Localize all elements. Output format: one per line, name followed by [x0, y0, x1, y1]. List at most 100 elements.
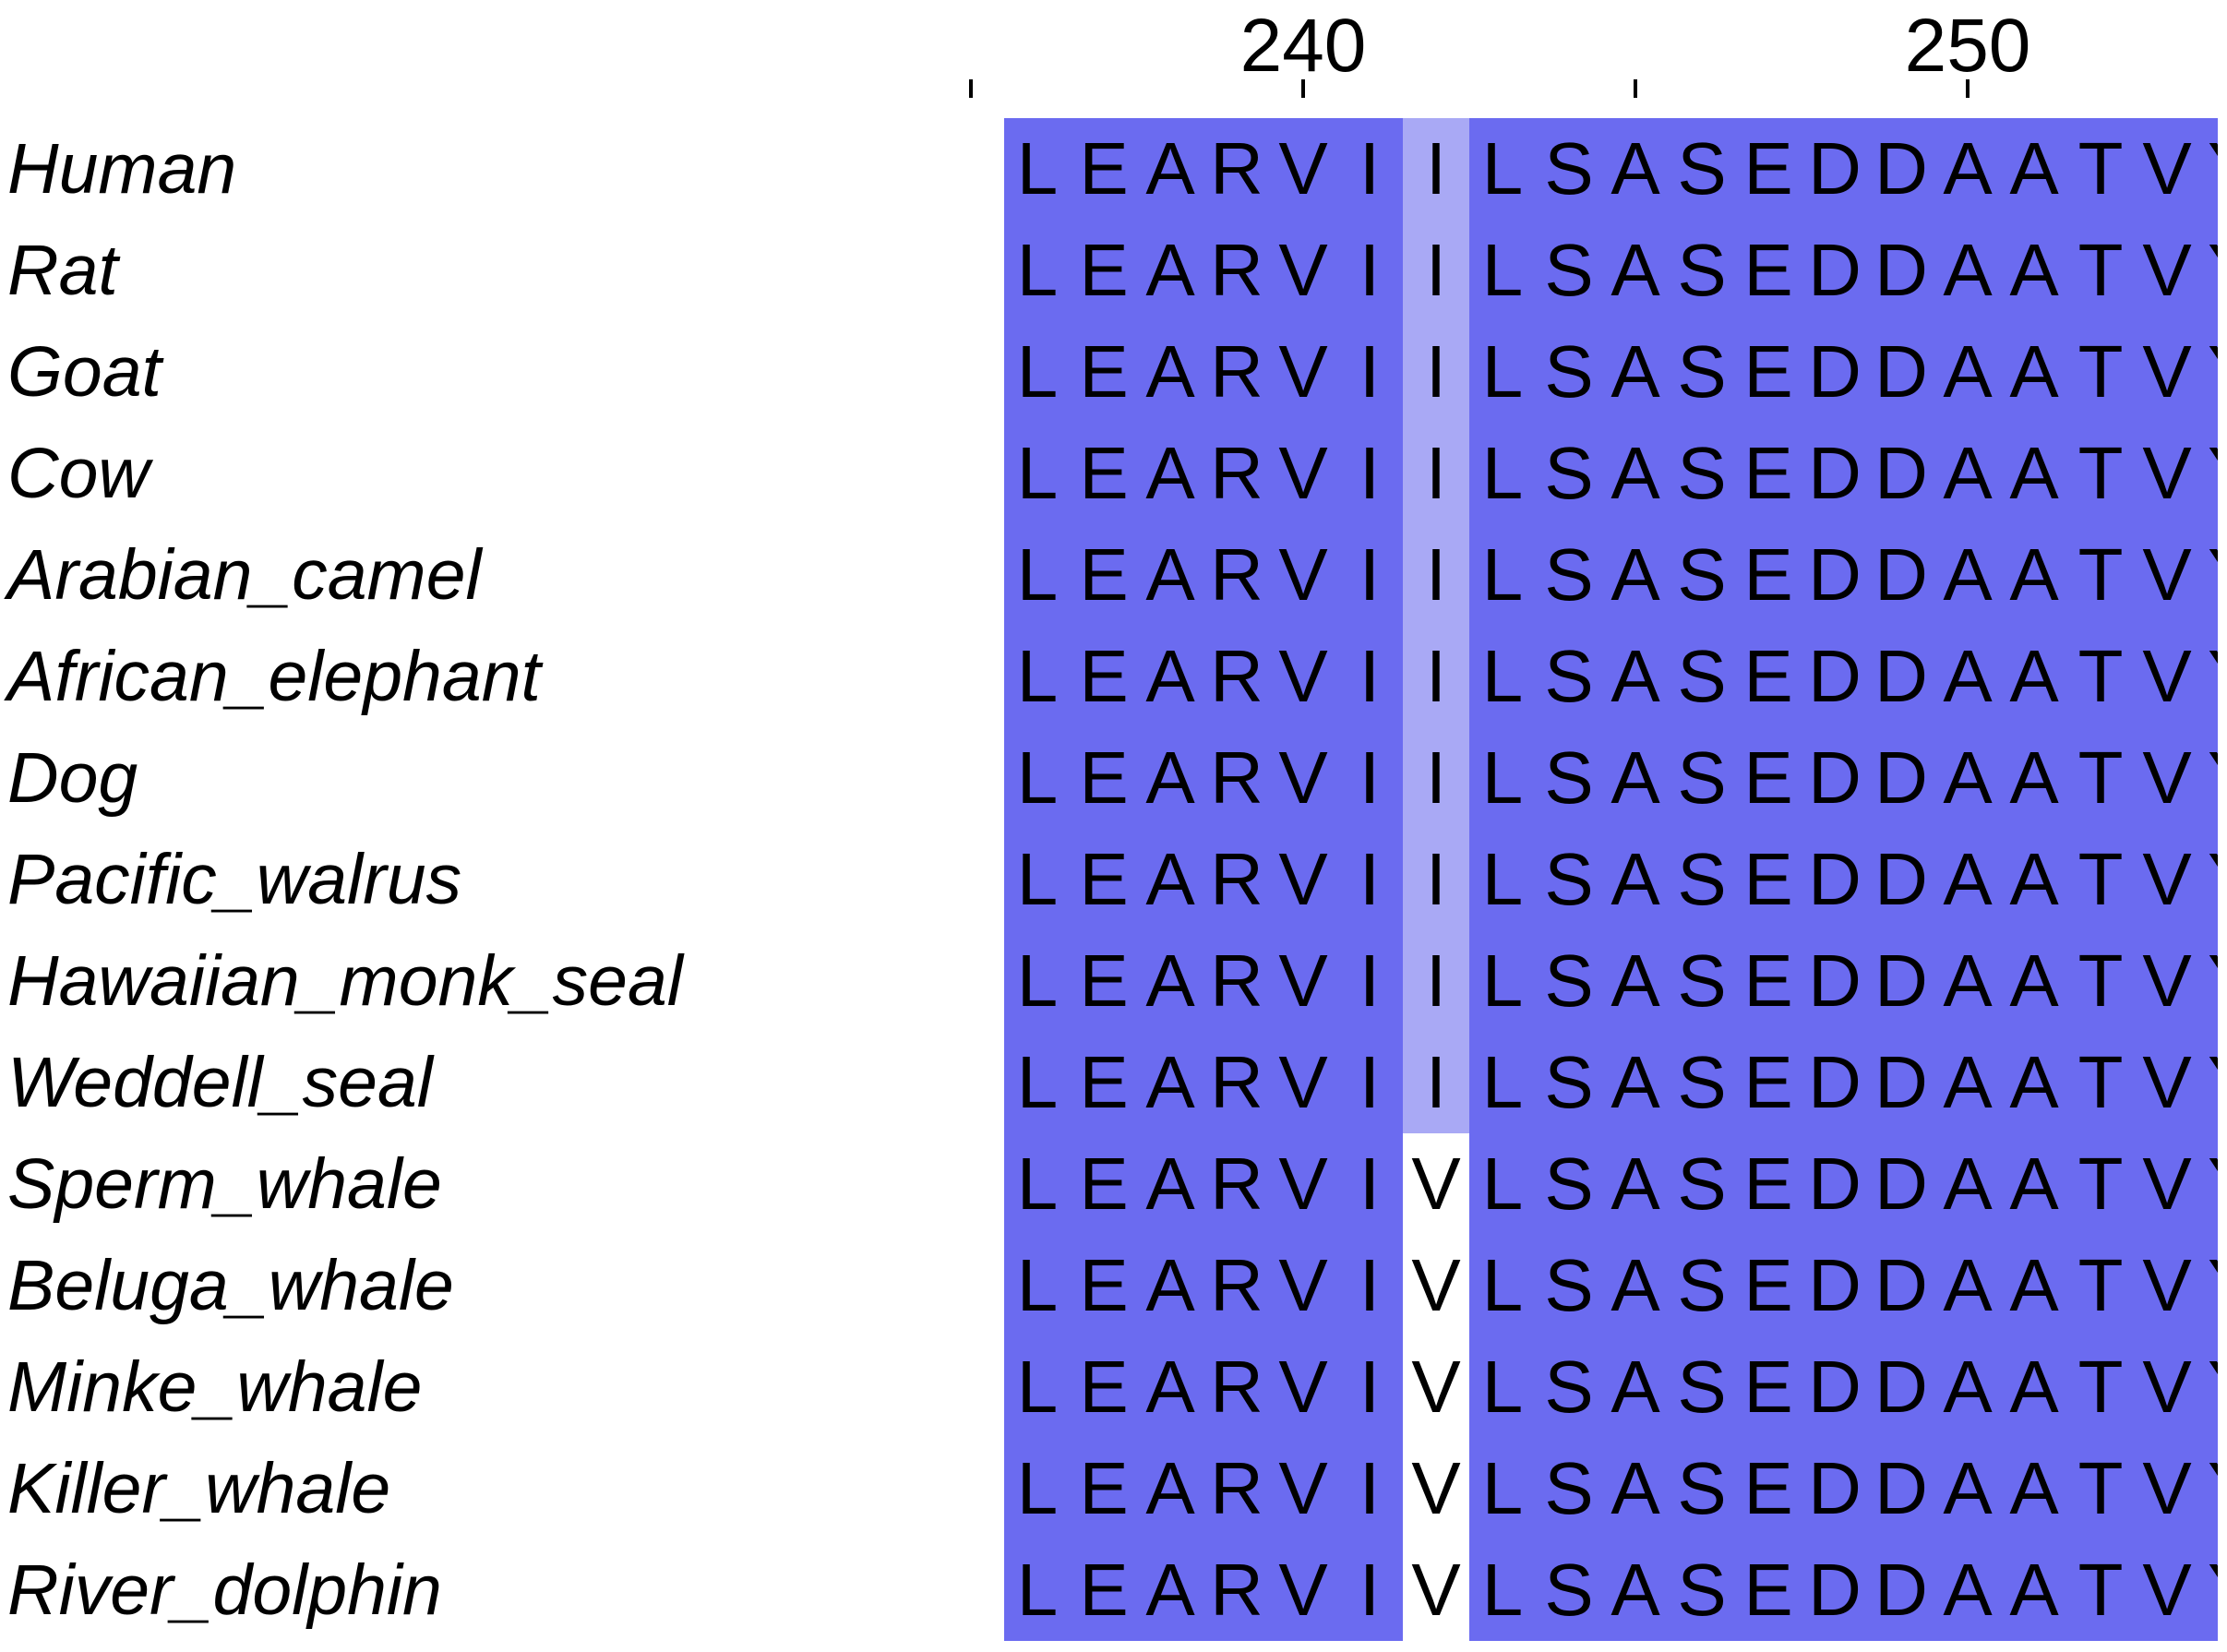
residue-shading [1934, 930, 2001, 1032]
residue: I [1425, 229, 1447, 311]
residue-shading [1203, 423, 1270, 524]
residue: S [1677, 229, 1727, 311]
residue: V [2142, 736, 2192, 819]
residue: D [1874, 1041, 1928, 1123]
residue: R [1210, 330, 1263, 413]
residue-shading [1336, 1336, 1403, 1438]
residue-shading [2067, 1235, 2134, 1336]
residue-shading [1336, 118, 1403, 220]
residue-shading [1469, 727, 1536, 829]
residue-shading [1669, 118, 1735, 220]
residue: A [1943, 1346, 1993, 1428]
residue: T [2077, 838, 2124, 920]
residue: T [2077, 330, 2124, 413]
residue: L [1016, 330, 1059, 413]
residue-shading [1802, 1438, 1868, 1539]
species-label: Dog [7, 738, 138, 818]
species-label: River_dolphin [7, 1550, 442, 1630]
residue: E [1743, 1041, 1793, 1123]
residue-shading [1536, 423, 1602, 524]
residue: E [1079, 838, 1129, 920]
residue: S [1544, 1447, 1594, 1529]
residue-shading [1203, 524, 1270, 626]
residue-shading [1137, 1133, 1203, 1235]
residue-shading [2134, 1336, 2200, 1438]
residue-shading [1203, 829, 1270, 930]
residue-shading [1270, 524, 1336, 626]
residue: I [1359, 1041, 1381, 1123]
species-label: Human [7, 129, 237, 209]
residue: S [1544, 533, 1594, 616]
residue: D [1808, 940, 1862, 1022]
residue: S [1677, 1549, 1727, 1631]
residue: I [1359, 229, 1381, 311]
residue: A [1610, 1549, 1660, 1631]
residue: I [1425, 736, 1447, 819]
residue-shading [1336, 220, 1403, 321]
residue-shading [1934, 1235, 2001, 1336]
residue: E [1743, 330, 1793, 413]
residue: L [1481, 533, 1524, 616]
residue: L [1016, 1346, 1059, 1428]
residue-shading [2001, 118, 2067, 220]
residue: A [1145, 736, 1195, 819]
residue: T [2077, 1143, 2124, 1225]
residue-shading [1934, 524, 2001, 626]
residue: I [1359, 432, 1381, 514]
residue: E [1079, 330, 1129, 413]
residue-shading [2067, 524, 2134, 626]
residue-shading [1336, 524, 1403, 626]
residue-shading [1602, 1438, 1669, 1539]
residue: R [1210, 432, 1263, 514]
residue: L [1481, 1447, 1524, 1529]
residue-shading [1669, 220, 1735, 321]
residue-shading [2200, 423, 2218, 524]
residue-shading [1868, 829, 1934, 930]
residue-shading [1536, 118, 1602, 220]
species-label: Beluga_whale [7, 1246, 454, 1325]
residue-shading [2200, 1438, 2218, 1539]
residue-shading [1868, 118, 1934, 220]
residue: A [2009, 940, 2059, 1022]
residue: A [2009, 229, 2059, 311]
residue: A [1943, 229, 1993, 311]
residue: E [1079, 1549, 1129, 1631]
residue-shading [1735, 1133, 1802, 1235]
residue-shading [1868, 423, 1934, 524]
residue-shading [1868, 930, 1934, 1032]
residue-shading [1536, 727, 1602, 829]
residue: L [1016, 1143, 1059, 1225]
residue: A [1610, 229, 1660, 311]
residue-shading [1336, 1032, 1403, 1133]
residue: Y [2200, 1133, 2218, 1235]
residue: A [2009, 127, 2059, 209]
residue: E [1079, 736, 1129, 819]
residue-shading [2001, 423, 2067, 524]
residue-shading [1071, 524, 1137, 626]
residue: S [1677, 1346, 1727, 1428]
residue-shading [1934, 626, 2001, 727]
residue-shading [1735, 321, 1802, 423]
residue: I [1359, 330, 1381, 413]
residue: S [1544, 1549, 1594, 1631]
residue: R [1210, 1447, 1263, 1529]
residue-shading [2134, 118, 2200, 220]
residue-shading [1137, 626, 1203, 727]
residue-shading [1071, 118, 1137, 220]
residue-shading [1004, 930, 1071, 1032]
residue-shading [2067, 829, 2134, 930]
residue-shading [1137, 220, 1203, 321]
residue-shading [2067, 220, 2134, 321]
residue: V [2142, 1549, 2192, 1631]
residue-shading [1669, 1539, 1735, 1641]
residue: V [1278, 127, 1328, 209]
residue-shading [1934, 1032, 2001, 1133]
residue-shading [2200, 1336, 2218, 1438]
residue: S [1677, 533, 1727, 616]
residue-shading [1403, 118, 1469, 220]
residue: I [1359, 736, 1381, 819]
residue: L [1481, 127, 1524, 209]
residue-shading [1071, 1235, 1137, 1336]
residue-shading [2134, 1032, 2200, 1133]
ruler-tick [969, 79, 973, 98]
